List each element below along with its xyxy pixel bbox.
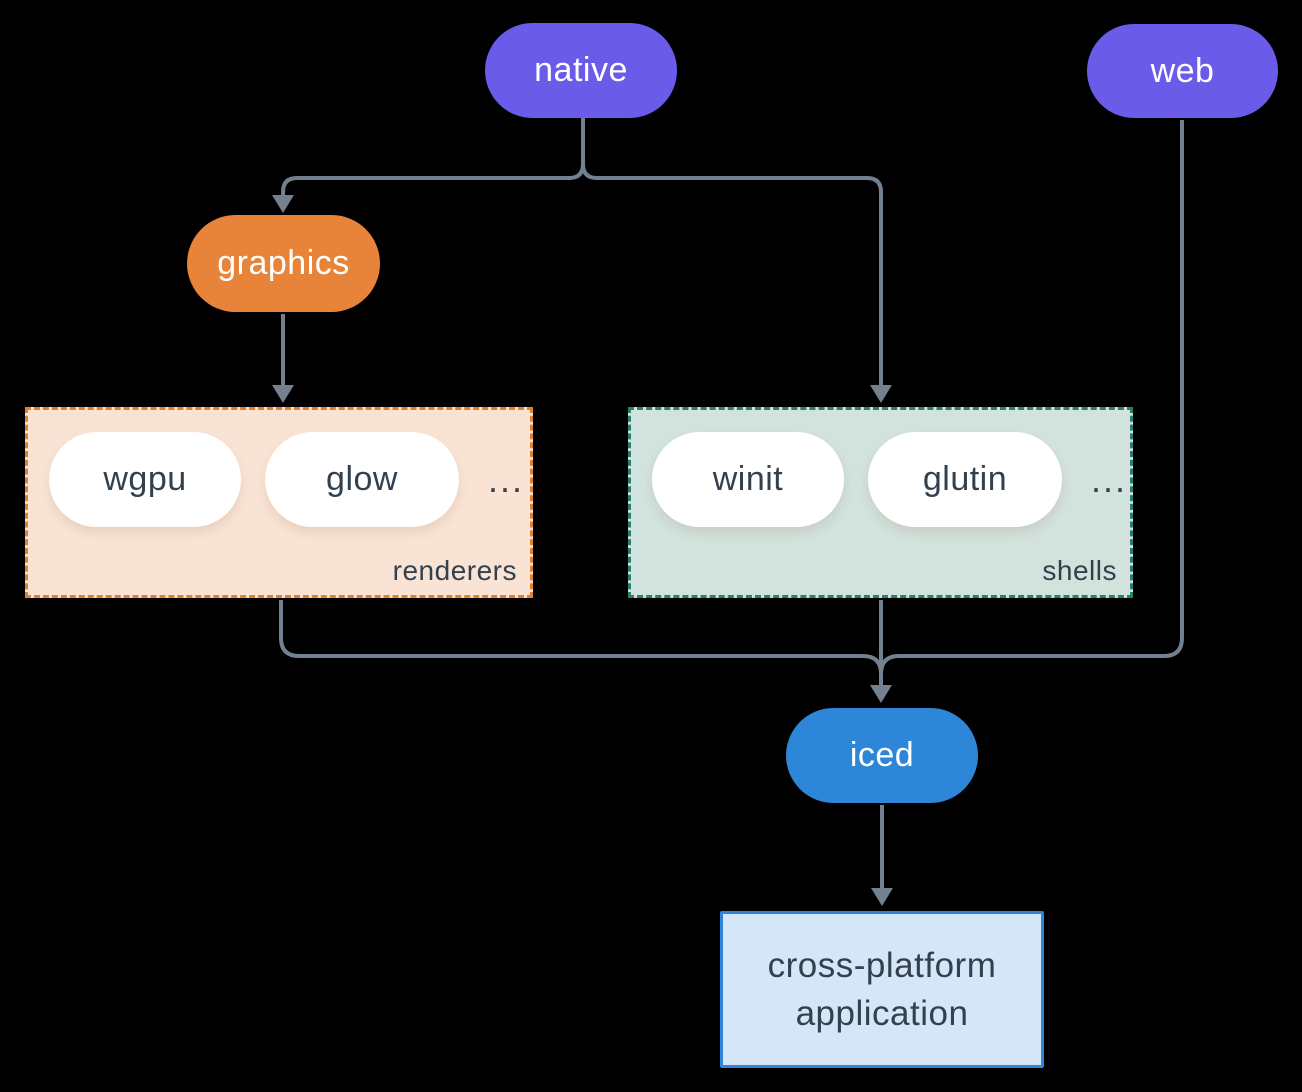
node-cross-platform-application: cross-platform application xyxy=(720,911,1044,1068)
shells-ellipsis: ... xyxy=(1090,458,1127,500)
arrowhead-iced xyxy=(870,685,892,703)
node-native: native xyxy=(485,23,677,118)
arrowhead-graphics xyxy=(272,195,294,213)
node-graphics-label: graphics xyxy=(217,244,350,282)
renderers-group-label: renderers xyxy=(392,555,517,586)
node-winit: winit xyxy=(652,432,844,527)
node-native-label: native xyxy=(534,51,628,89)
node-glutin-label: glutin xyxy=(922,460,1008,498)
application-label-line2: application xyxy=(795,993,969,1033)
edge-native-to-graphics xyxy=(281,118,585,197)
edge-native-to-shells xyxy=(581,118,883,387)
node-iced: iced xyxy=(786,708,978,803)
edge-renderers-to-iced xyxy=(279,600,883,675)
node-winit-label: winit xyxy=(712,460,784,498)
node-glow-label: glow xyxy=(326,460,398,498)
node-glutin: glutin xyxy=(868,432,1062,527)
group-renderers: wgpu glow ... renderers xyxy=(25,407,533,598)
node-iced-label: iced xyxy=(849,736,915,774)
node-wgpu: wgpu xyxy=(49,432,241,527)
arrowhead-renderers xyxy=(272,385,294,403)
shells-group-label: shells xyxy=(1042,555,1117,586)
node-graphics: graphics xyxy=(187,215,380,312)
group-shells: winit glutin ... shells xyxy=(628,407,1133,598)
arrowhead-shells xyxy=(870,385,892,403)
application-label-line1: cross-platform xyxy=(767,946,997,986)
node-glow: glow xyxy=(265,432,459,527)
renderers-ellipsis: ... xyxy=(487,458,524,500)
node-web: web xyxy=(1087,24,1278,118)
node-web-label: web xyxy=(1150,51,1215,90)
edge-web-to-iced xyxy=(879,120,1184,675)
arrowhead-application xyxy=(871,888,893,906)
node-wgpu-label: wgpu xyxy=(103,460,187,498)
